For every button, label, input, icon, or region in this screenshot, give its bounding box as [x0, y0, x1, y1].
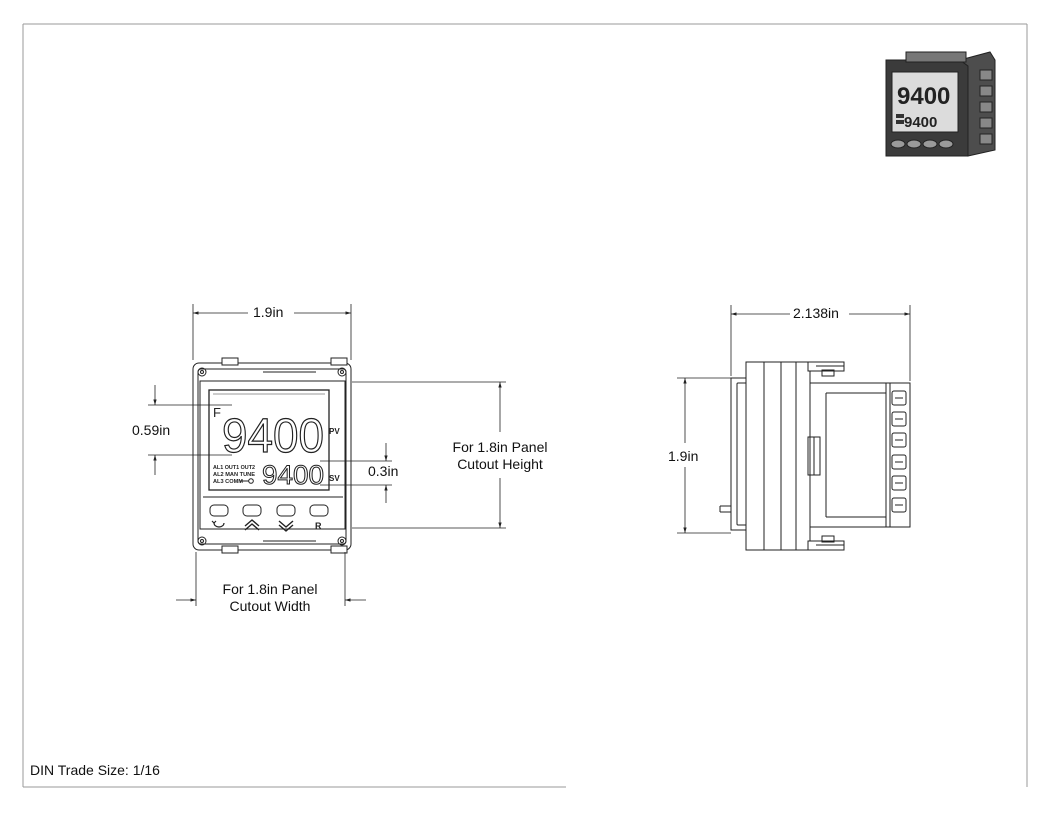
cutout-width-line-2: Cutout Width: [229, 598, 311, 614]
sheet-border: [22, 23, 1028, 788]
up-chevron-icon: [244, 519, 260, 531]
down-chevron-icon: [278, 520, 294, 532]
status-row-1: AL1 OUT1 OUT2: [213, 465, 255, 471]
dim-side-depth: [730, 305, 911, 381]
unit-indicator: F: [213, 405, 221, 420]
sv-label: SV: [329, 474, 340, 483]
side-height-label: 1.9in: [668, 448, 699, 464]
housing-body: [809, 382, 887, 528]
cutout-width-line-1: For 1.8in Panel: [222, 581, 318, 597]
front-width-label: 1.9in: [253, 304, 284, 320]
front-view: [192, 357, 352, 554]
bezel-inner: [197, 368, 347, 545]
status-row-2: AL2 MAN TUNE: [213, 472, 256, 478]
lcd-window: [208, 389, 330, 491]
trade-size-label: DIN Trade Size: 1/16: [30, 762, 160, 778]
side-depth-label: 2.138in: [793, 305, 839, 321]
reset-button-label: R: [315, 521, 322, 531]
cutout-height-line-2: Cutout Height: [457, 456, 543, 472]
key-icon: [240, 478, 254, 484]
dim-pv-height: [148, 385, 232, 475]
cutout-height-line-1: For 1.8in Panel: [452, 439, 548, 455]
sleeve: [745, 361, 811, 551]
dim-sv-height: [320, 443, 392, 503]
pv-height-label: 0.59in: [132, 422, 171, 438]
dim-cutout-width: [176, 552, 366, 606]
pv-readout: 9400: [222, 410, 324, 463]
bezel-outer: [192, 362, 352, 551]
isometric-thumbnail: 9400 9400: [885, 51, 996, 157]
cutout-width-label: For 1.8in Panel Cutout Width: [204, 581, 336, 615]
dim-front-width: [192, 304, 352, 360]
terminal-block: [885, 382, 911, 528]
cutout-height-label: For 1.8in Panel Cutout Height: [434, 439, 566, 473]
cycle-icon: [211, 520, 225, 528]
pv-label: PV: [329, 427, 340, 436]
svg-text:9400: 9400: [897, 83, 950, 110]
svg-text:9400: 9400: [904, 114, 937, 131]
sv-height-label: 0.3in: [368, 463, 399, 479]
dim-side-height: [677, 377, 731, 534]
terminal-screws: [891, 390, 907, 513]
dim-cutout-height: [352, 381, 506, 529]
lcd-contents: F 9400 PV 9400 SV AL1 OUT1 OUT2 AL2 MAN …: [213, 405, 340, 491]
status-row-3: AL3 COMM: [213, 479, 243, 485]
sv-readout: 9400: [262, 460, 324, 490]
side-view: [719, 361, 911, 551]
